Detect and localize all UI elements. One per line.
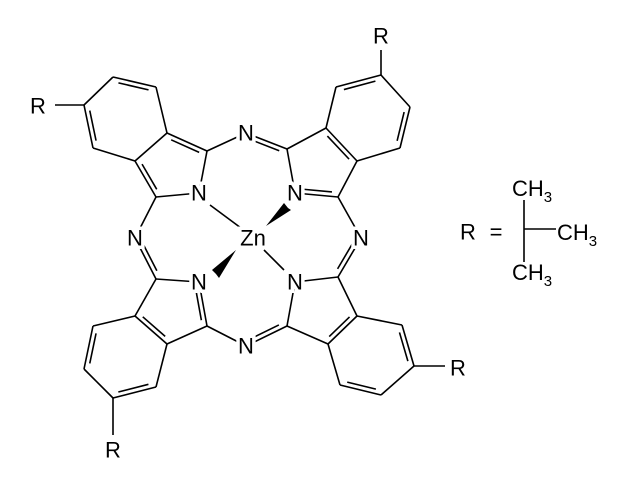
bond: [380, 365, 415, 396]
bond: [339, 384, 382, 396]
bond: [166, 132, 208, 152]
bond: [398, 332, 409, 362]
bond: [326, 135, 350, 160]
bond: [336, 241, 355, 270]
bonds: [55, 50, 445, 435]
methyl-top: CH3: [512, 176, 552, 206]
nitrogen-atom-meso-bottom: N: [238, 334, 254, 359]
bond: [335, 74, 382, 88]
bond: [141, 241, 158, 272]
bond: [134, 278, 157, 317]
bond: [166, 325, 208, 345]
nitrogen-atom-pyrrole-br: N: [287, 270, 303, 295]
bond: [286, 148, 296, 194]
bond: [134, 196, 157, 239]
r-group-bottom-right: R: [450, 356, 466, 381]
bond: [142, 316, 166, 338]
bond: [194, 289, 203, 321]
bond: [245, 325, 288, 347]
bond: [134, 132, 168, 162]
bond: [155, 192, 200, 198]
r-group-definition: R = CH3 CH3 CH3: [457, 176, 598, 290]
bond: [134, 160, 157, 198]
bond: [249, 324, 280, 340]
bond: [294, 276, 339, 283]
bond: [92, 147, 136, 162]
coordination-arrow-bottom-left: [212, 250, 236, 278]
methyl-right: CH3: [557, 220, 597, 250]
r-group-bottom-left: R: [105, 438, 121, 463]
bond: [301, 188, 333, 193]
bond: [209, 204, 242, 229]
legend-r-label: R: [460, 220, 476, 245]
bond: [356, 315, 403, 326]
bond: [337, 237, 362, 278]
bond: [286, 127, 327, 150]
nitrogen-atom-meso-left: N: [127, 226, 143, 251]
bond: [141, 163, 158, 190]
bond: [337, 276, 358, 317]
bond: [83, 76, 114, 106]
nitrogen-atom-pyrrole-tl: N: [191, 181, 207, 206]
nitrogen-atom-pyrrole-tr: N: [287, 181, 303, 206]
r-group-top-right: R: [373, 24, 389, 49]
bond: [155, 343, 168, 388]
legend-equals: =: [490, 220, 503, 245]
bond: [250, 138, 280, 152]
bond: [286, 325, 329, 345]
methyl-bottom: CH3: [512, 260, 552, 290]
nitrogen-atom-pyrrole-bl: N: [191, 270, 207, 295]
bond: [83, 104, 94, 149]
coordination-arrows: [212, 203, 291, 278]
bond: [198, 281, 208, 327]
bond: [134, 315, 168, 345]
r-group-top-left: R: [30, 94, 46, 119]
bond: [327, 315, 358, 345]
bond: [263, 249, 285, 271]
bond: [401, 324, 415, 367]
nitrogen-atom-meso-right: N: [353, 226, 369, 251]
bond: [134, 237, 157, 280]
bond: [88, 110, 97, 141]
bond: [206, 325, 247, 347]
bond: [286, 281, 296, 327]
bond: [337, 160, 358, 198]
coordination-arrow-top-right: [266, 203, 291, 226]
bond: [88, 333, 97, 364]
bond: [356, 147, 401, 162]
bond: [337, 196, 362, 239]
bond: [155, 86, 168, 134]
bond: [170, 139, 200, 154]
bond: [206, 132, 247, 152]
bond: [118, 383, 149, 393]
bond: [399, 106, 411, 149]
bond: [92, 315, 136, 327]
bond: [396, 111, 405, 141]
bond: [245, 132, 288, 150]
nitrogen-atom-meso-top: N: [238, 121, 254, 146]
bond: [155, 278, 200, 283]
bond: [380, 74, 411, 108]
bond: [83, 325, 94, 370]
bond: [198, 150, 208, 194]
zinc-atom: Zn: [240, 226, 266, 251]
bond: [83, 368, 114, 399]
bond: [325, 86, 337, 129]
bond: [347, 381, 377, 390]
bond: [343, 80, 376, 91]
bond: [327, 343, 341, 386]
bond: [112, 386, 157, 399]
bond: [294, 192, 339, 198]
bond: [328, 316, 351, 338]
bond: [112, 76, 157, 88]
bond: [325, 127, 358, 162]
bond: [118, 82, 149, 91]
